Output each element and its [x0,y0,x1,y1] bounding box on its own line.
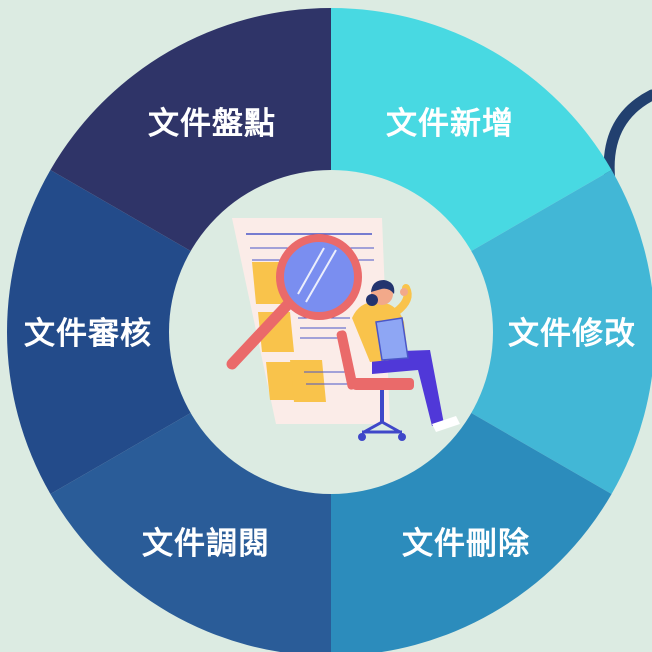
person-icon [336,280,460,441]
segment-label-delete: 文件刪除 [402,526,530,562]
segment-label-modify: 文件修改 [508,316,636,352]
center-illustration [226,218,460,441]
accent-arc [603,89,652,188]
segment-label-count: 文件盤點 [148,106,276,142]
magnifier-icon [226,234,362,370]
segment-label-add: 文件新增 [386,106,514,142]
segment-label-review: 文件審核 [24,316,152,352]
segment-label-browse: 文件調閱 [142,526,270,562]
